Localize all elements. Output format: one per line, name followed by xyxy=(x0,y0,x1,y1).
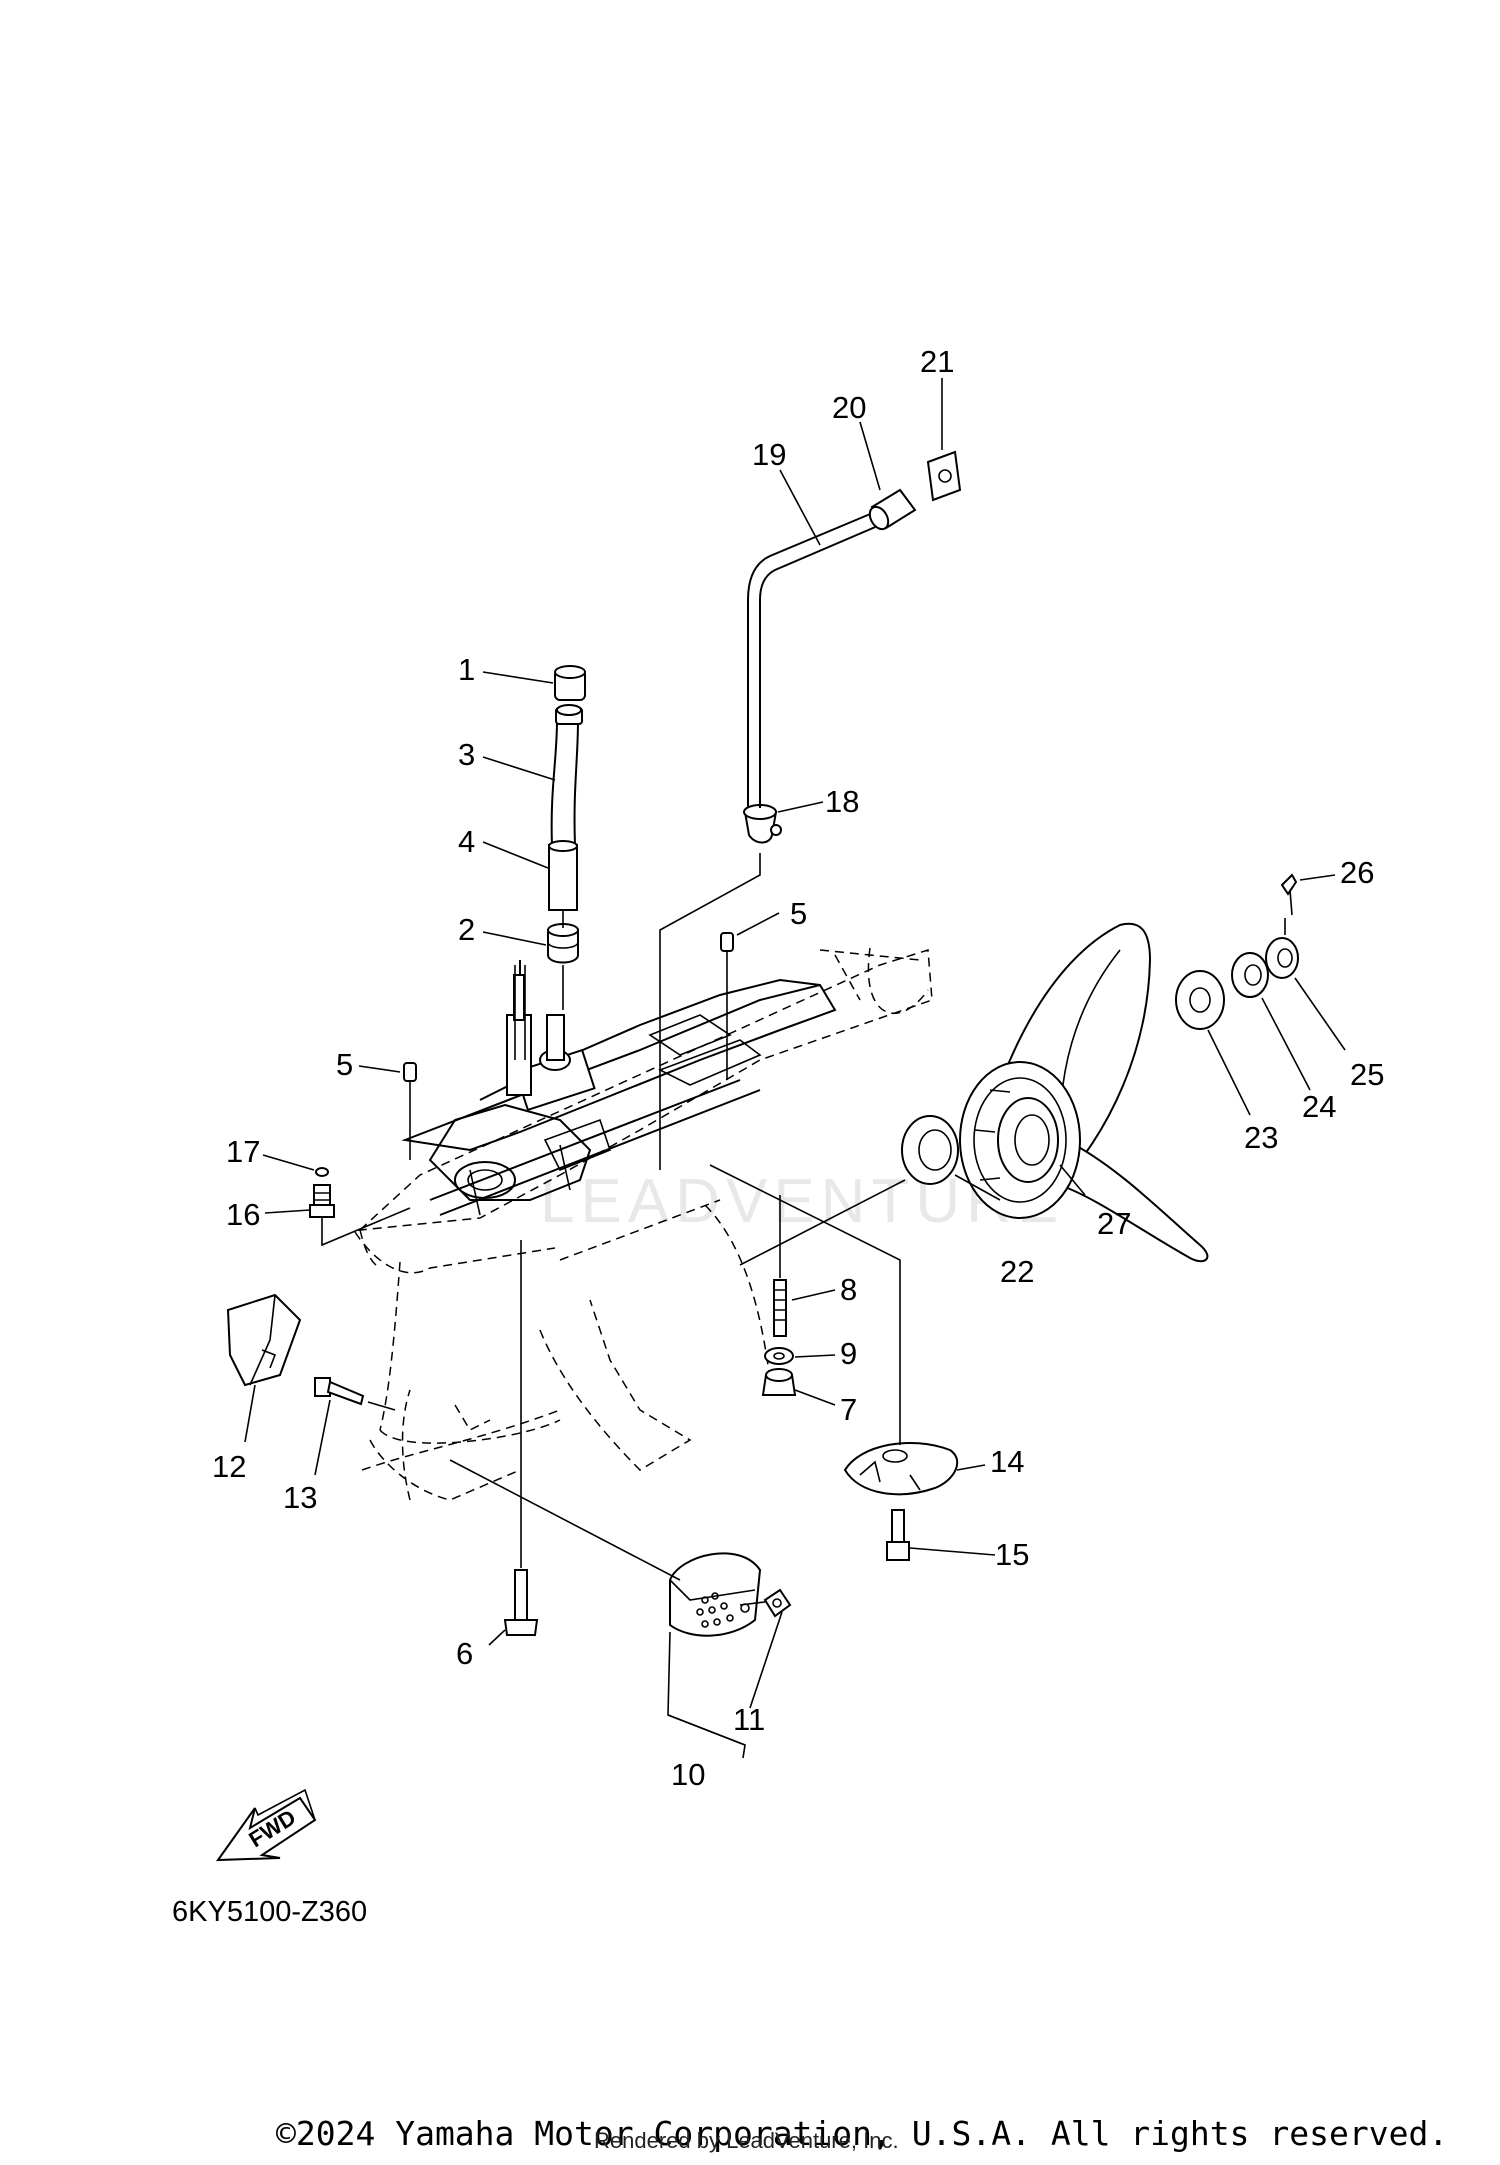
propeller xyxy=(959,922,1209,1263)
callout-5b: 5 xyxy=(336,1047,353,1082)
part-6-bolt xyxy=(503,1569,539,1636)
part-7-nut xyxy=(761,1368,797,1396)
part-2-grommet xyxy=(547,923,579,964)
part-5-pin-b xyxy=(403,1062,417,1082)
callout-5a: 5 xyxy=(790,896,807,931)
part-14-plate xyxy=(843,1441,959,1496)
callout-10: 10 xyxy=(671,1757,705,1792)
callout-8: 8 xyxy=(840,1272,857,1307)
callout-22: 22 xyxy=(1000,1254,1034,1289)
part-20-collar xyxy=(868,488,917,531)
part-1-cap xyxy=(554,665,586,701)
callout-14: 14 xyxy=(990,1444,1024,1479)
fwd-arrow: FWD xyxy=(216,1788,317,1862)
callout-15: 15 xyxy=(995,1537,1029,1572)
callout-21: 21 xyxy=(920,344,954,379)
part-25-nut xyxy=(1265,937,1299,979)
part-9-washer xyxy=(764,1347,794,1365)
callout-20: 20 xyxy=(832,390,866,425)
callout-6: 6 xyxy=(456,1636,473,1671)
part-19-tube xyxy=(747,511,881,808)
part-4-sleeve xyxy=(548,840,578,911)
callout-18: 18 xyxy=(825,784,859,819)
part-18-grommet xyxy=(743,804,782,844)
part-8-stud xyxy=(773,1279,787,1337)
callout-27: 27 xyxy=(1097,1206,1131,1241)
part-5-pin-a xyxy=(720,932,734,952)
part-24-washer xyxy=(1231,952,1269,998)
copyright-notice: ©2024 Yamaha Motor Corporation, U.S.A. A… xyxy=(276,2114,1449,2153)
part-21-clip xyxy=(926,450,962,502)
part-13-bolt xyxy=(314,1377,365,1406)
callout-23: 23 xyxy=(1244,1120,1278,1155)
callout-9: 9 xyxy=(840,1336,857,1371)
callout-11: 11 xyxy=(733,1702,765,1737)
callout-2: 2 xyxy=(458,912,475,947)
leader-lines xyxy=(244,378,1346,1759)
callout-numbers: 1 3 4 2 5 5 17 16 18 19 20 21 8 9 7 14 1… xyxy=(212,344,1384,1792)
callout-13: 13 xyxy=(283,1480,317,1515)
pump-housing-assembly xyxy=(401,960,837,1216)
callout-25: 25 xyxy=(1350,1057,1384,1092)
callout-3: 3 xyxy=(458,737,475,772)
callout-1: 1 xyxy=(458,652,475,687)
part-3-tube xyxy=(550,704,583,846)
part-10-anode xyxy=(669,1552,762,1637)
part-17-o-ring xyxy=(315,1167,329,1177)
part-26-cotter-pin xyxy=(1280,873,1298,916)
part-12-anode xyxy=(226,1293,302,1387)
part-23-spacer xyxy=(1175,970,1225,1030)
assembly-guide-lines xyxy=(321,853,1286,1606)
drive-shaft xyxy=(514,965,526,1060)
diagram-code: 6KY5100-Z360 xyxy=(172,1896,368,1928)
callout-12: 12 xyxy=(212,1449,246,1484)
callout-17: 17 xyxy=(226,1134,260,1169)
callout-19: 19 xyxy=(752,437,786,472)
callout-7: 7 xyxy=(840,1392,857,1427)
lower-casing xyxy=(354,947,933,1501)
part-16-fitting xyxy=(309,1184,335,1218)
callout-26: 26 xyxy=(1340,855,1374,890)
callout-16: 16 xyxy=(226,1197,260,1232)
callout-4: 4 xyxy=(458,824,475,859)
callout-24: 24 xyxy=(1302,1089,1336,1124)
part-22-seal xyxy=(901,1115,959,1185)
part-15-screw xyxy=(886,1509,910,1561)
part-11-nut xyxy=(763,1588,792,1618)
render-credit: Rendered by LeadVenture, Inc. xyxy=(594,2128,899,2153)
